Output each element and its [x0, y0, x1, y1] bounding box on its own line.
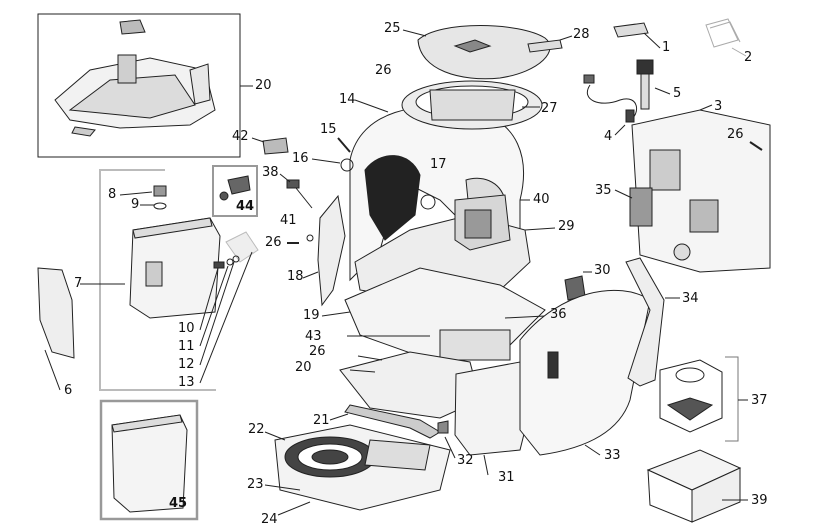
callout-16: 16	[292, 151, 309, 166]
part-15	[337, 137, 351, 153]
callout-45: 45	[169, 496, 188, 511]
callout-30: 30	[594, 263, 611, 278]
callout-26-top: 26	[375, 63, 392, 78]
callout-24: 24	[261, 512, 278, 527]
part-37-packaging-insert	[659, 356, 748, 442]
inset-box-20	[37, 13, 253, 158]
callout-34: 34	[682, 291, 699, 306]
part-21-drip-bar	[344, 404, 441, 439]
callout-10: 10	[178, 321, 195, 336]
callout-22: 22	[248, 422, 265, 437]
callout-7: 7	[74, 276, 83, 291]
callout-1: 1	[662, 40, 671, 55]
part-4-cable	[583, 74, 638, 136]
callout-17: 17	[430, 157, 447, 172]
callout-21: 21	[313, 413, 330, 428]
part-35-control-board	[614, 104, 771, 273]
callout-12: 12	[178, 357, 195, 372]
callout-33: 33	[604, 448, 621, 463]
callout-28: 28	[573, 27, 590, 42]
part-38-wire	[279, 173, 313, 209]
parts-8-9-cap	[119, 185, 167, 210]
callout-29: 29	[558, 219, 575, 234]
callout-8: 8	[108, 187, 117, 202]
callout-2: 2	[744, 50, 753, 65]
parts-10-13-valve	[199, 231, 259, 384]
callout-40: 40	[533, 192, 550, 207]
callout-13: 13	[178, 375, 195, 390]
callout-44: 44	[236, 199, 255, 214]
part-27-ring	[401, 80, 543, 130]
callout-19: 19	[303, 308, 320, 323]
callout-36: 36	[550, 307, 567, 322]
group-bracket-7-13	[99, 169, 216, 391]
callout-35: 35	[595, 183, 612, 198]
part-18	[317, 194, 346, 307]
part-22-23-24-drip-tray	[264, 424, 451, 516]
callout-15: 15	[320, 122, 337, 137]
callout-18: 18	[287, 269, 304, 284]
callout-4: 4	[604, 129, 613, 144]
callout-23: 23	[247, 477, 264, 492]
callout-43: 43	[305, 329, 322, 344]
callout-26-left: 26	[265, 235, 282, 250]
part-28-clip	[527, 35, 573, 53]
callout-20: 20	[295, 360, 312, 375]
part-19-base-frame	[321, 267, 546, 361]
callout-6: 6	[64, 383, 73, 398]
part-41	[306, 234, 314, 242]
callout-14: 14	[339, 92, 356, 107]
part-32	[437, 420, 449, 434]
part-45-detail-box	[99, 399, 199, 521]
part-6-side-panel	[37, 267, 75, 359]
callout-5: 5	[673, 86, 682, 101]
part-2	[705, 18, 747, 57]
callout-20-inset: 20	[255, 78, 272, 93]
callout-27: 27	[541, 101, 558, 116]
callout-26-right: 26	[727, 127, 744, 142]
callout-37: 37	[751, 393, 768, 408]
callout-41: 41	[280, 213, 297, 228]
part-34-hinge	[625, 257, 665, 387]
part-25-lid	[402, 25, 551, 80]
part-16	[340, 158, 354, 172]
part-1	[613, 22, 649, 38]
callout-42: 42	[232, 129, 249, 144]
part-26-screw-right	[749, 141, 763, 151]
callout-9: 9	[131, 197, 140, 212]
part-7-water-tank	[80, 217, 221, 319]
callout-11: 11	[178, 339, 195, 354]
callout-32: 32	[457, 453, 474, 468]
part-42	[262, 137, 289, 155]
part-44-detail-box	[212, 165, 258, 217]
callout-38: 38	[262, 165, 279, 180]
callout-39: 39	[751, 493, 768, 508]
callout-26-middle: 26	[309, 344, 326, 359]
part-39-box	[646, 449, 748, 523]
callout-31: 31	[498, 470, 515, 485]
callout-3: 3	[714, 99, 723, 114]
part-5-knob	[636, 59, 671, 110]
callout-25: 25	[384, 21, 401, 36]
